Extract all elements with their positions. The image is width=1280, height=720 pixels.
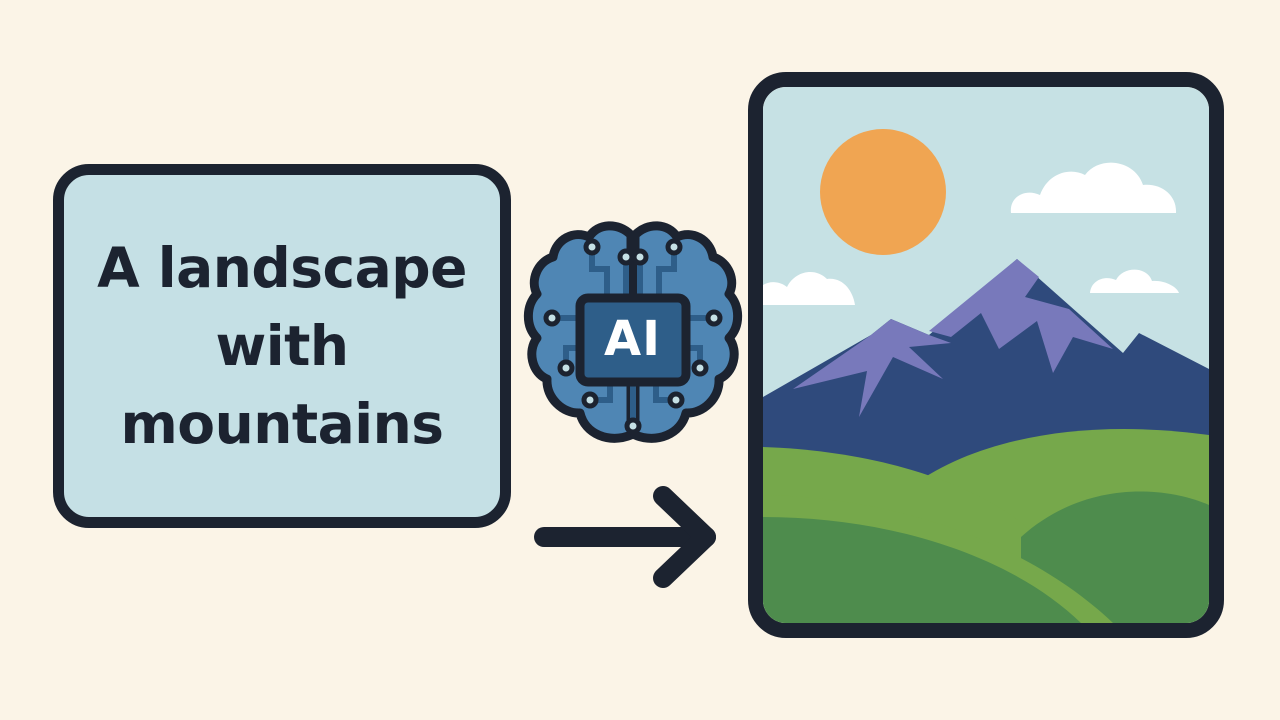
hill-front-band [763, 495, 1113, 623]
landscape-image-icon [763, 87, 1209, 623]
right-arrow-icon [534, 486, 716, 588]
landscape-picture [748, 72, 1224, 638]
cloud-icon [763, 162, 1179, 305]
prompt-box: A landscape with mountains [53, 164, 511, 528]
brain-circuit-icon [523, 221, 743, 443]
prompt-line-3: mountains [120, 392, 444, 456]
ai-chip [575, 293, 691, 387]
prompt-line-2: with [215, 314, 349, 378]
sun-icon [820, 129, 946, 255]
brain-circuit-nodes [543, 238, 723, 435]
prompt-line-1: A landscape [97, 236, 467, 300]
hill-front-left [763, 505, 1073, 623]
prompt-text: A landscape with mountains [77, 229, 487, 463]
ai-label: AI [603, 311, 661, 367]
mountain-highlights [793, 259, 1113, 417]
arrow-head [653, 486, 716, 588]
